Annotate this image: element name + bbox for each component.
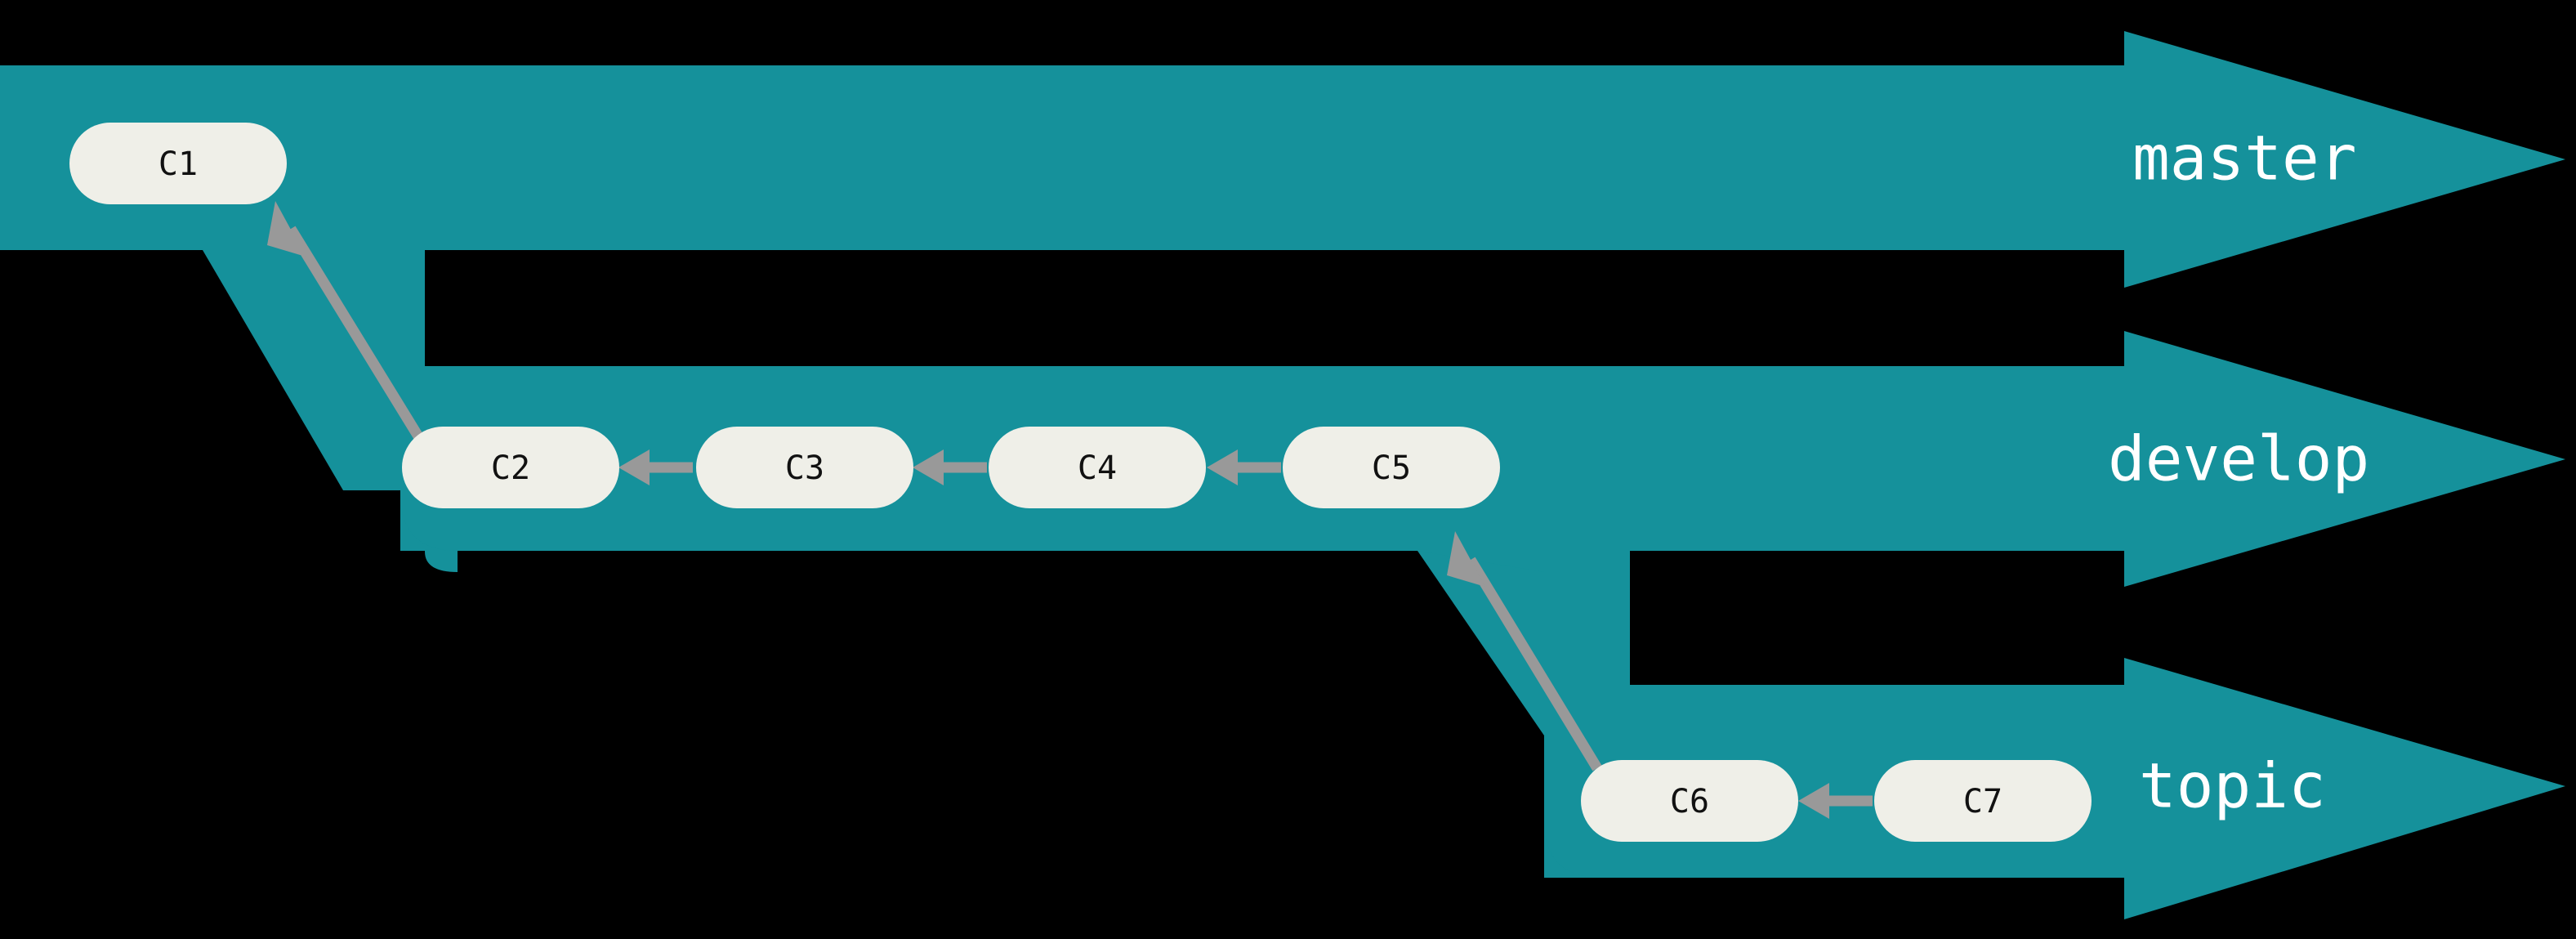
edge-c2-to-c1 <box>267 201 423 440</box>
branch-lane-master[interactable] <box>0 31 2565 288</box>
branch-label-master: master <box>2132 122 2357 195</box>
commit-c2-shape <box>402 427 619 508</box>
edge-c4-to-c3 <box>913 449 987 485</box>
branch-label-develop: develop <box>2108 423 2369 495</box>
topic-lane-left-cap <box>1544 685 1601 878</box>
commit-c5-shape <box>1283 427 1500 508</box>
edge-c2-c1-arrowhead <box>267 201 306 257</box>
commit-node-c7[interactable]: C7 <box>1874 760 2092 842</box>
commit-c3-label: C3 <box>785 449 824 487</box>
commit-node-c5[interactable]: C5 <box>1283 427 1500 508</box>
edge-c7-to-c6 <box>1798 783 1873 819</box>
master-lane-band <box>0 31 2565 288</box>
edge-c5-to-c4 <box>1207 449 1281 485</box>
commit-c1-label: C1 <box>158 145 198 183</box>
commit-node-c1[interactable]: C1 <box>69 123 287 204</box>
commit-node-c6[interactable]: C6 <box>1581 760 1798 842</box>
commit-c7-shape <box>1874 760 2092 842</box>
edge-c5-c4-arrowhead <box>1207 449 1238 485</box>
commit-node-c4[interactable]: C4 <box>989 427 1206 508</box>
connector-master-to-develop <box>203 250 458 551</box>
commit-c5-label: C5 <box>1372 449 1411 487</box>
edge-c2-c1-shaft <box>286 226 423 440</box>
edge-c6-to-c5 <box>1447 531 1602 771</box>
edge-c4-c3-arrowhead <box>913 449 944 485</box>
commit-c1-shape <box>69 123 287 204</box>
commit-c4-label: C4 <box>1078 449 1117 487</box>
commit-node-c3[interactable]: C3 <box>696 427 913 508</box>
branch-label-topic: topic <box>2139 749 2326 822</box>
commit-c3-shape <box>696 427 913 508</box>
commit-c2-label: C2 <box>491 449 530 487</box>
edge-c3-c2-arrowhead <box>618 449 650 485</box>
commit-node-c2[interactable]: C2 <box>402 427 619 508</box>
edge-c7-c6-arrowhead <box>1798 783 1829 819</box>
commit-c6-shape <box>1581 760 1798 842</box>
commit-c6-label: C6 <box>1670 783 1709 821</box>
edge-c6-c5-shaft <box>1466 557 1602 771</box>
edge-c3-to-c2 <box>618 449 693 485</box>
commit-c4-shape <box>989 427 1206 508</box>
edge-c6-c5-arrowhead <box>1447 531 1485 587</box>
commit-c7-label: C7 <box>1963 783 2002 821</box>
